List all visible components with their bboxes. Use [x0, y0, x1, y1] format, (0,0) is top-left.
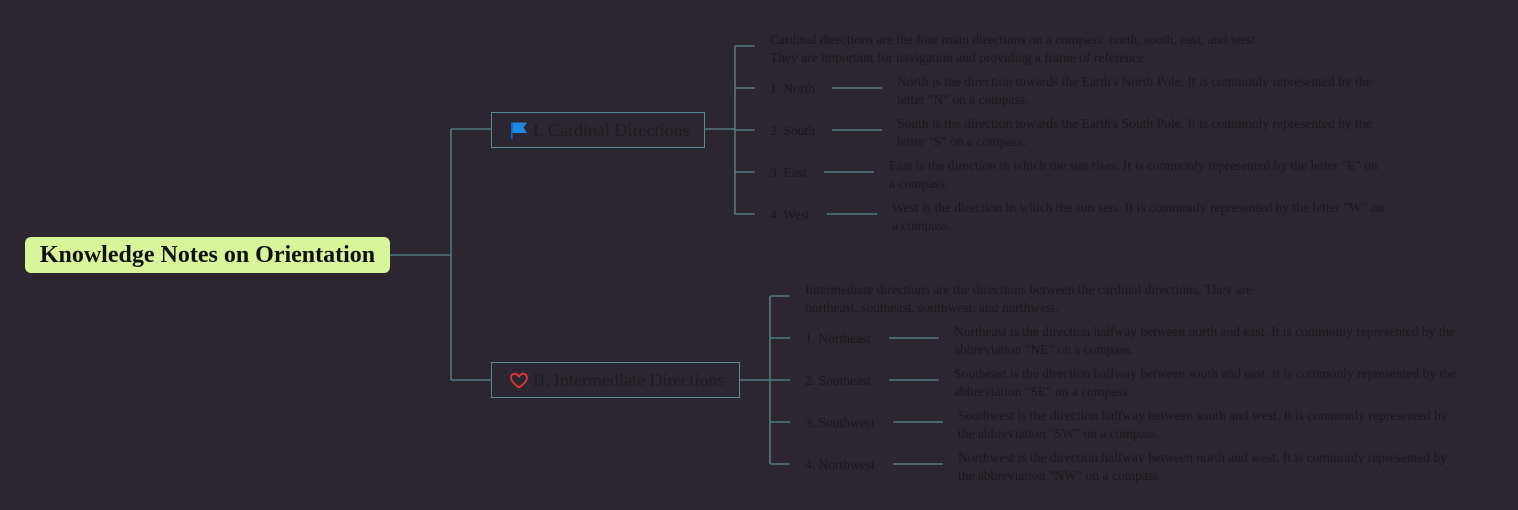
root-title: Knowledge Notes on Orientation [39, 241, 376, 268]
item-south[interactable]: 2. South [770, 123, 816, 138]
item-northwest[interactable]: 4. Northwest [805, 457, 875, 472]
item-northeast[interactable]: 1. Northeast [805, 331, 871, 346]
cardinal-summary: Cardinal directions are the four main di… [770, 32, 1259, 65]
branch-title: II. Intermediate Directions [533, 369, 725, 390]
item-northeast-text: Northeast is the direction halfway betwe… [954, 324, 1456, 357]
item-south-text: South is the direction towards the Earth… [897, 116, 1372, 149]
item-north-text: North is the direction towards the Earth… [897, 74, 1372, 107]
item-west-text: West is the direction in which the sun s… [892, 200, 1385, 233]
item-southwest[interactable]: 3. Southwest [805, 415, 875, 430]
item-east[interactable]: 3. East [770, 165, 807, 180]
item-southeast[interactable]: 2. Southeast [805, 373, 871, 388]
item-west[interactable]: 4. West [770, 207, 810, 222]
heart-icon [508, 369, 530, 391]
branch-cardinal-directions[interactable]: I. Cardinal Directions [491, 112, 705, 148]
branch-title: I. Cardinal Directions [533, 119, 690, 140]
branch-intermediate-directions[interactable]: II. Intermediate Directions [491, 362, 740, 398]
item-northwest-text: Northwest is the direction halfway betwe… [958, 450, 1447, 483]
item-east-text: East is the direction in which the sun r… [889, 158, 1378, 191]
item-southeast-text: Southeast is the direction halfway betwe… [954, 366, 1456, 399]
flag-icon [508, 119, 530, 141]
item-southwest-text: Southwest is the direction halfway betwe… [958, 408, 1448, 441]
item-north[interactable]: 1. North [770, 81, 815, 96]
intermediate-summary: Intermediate directions are the directio… [805, 282, 1252, 315]
root-node[interactable]: Knowledge Notes on Orientation [25, 237, 390, 273]
